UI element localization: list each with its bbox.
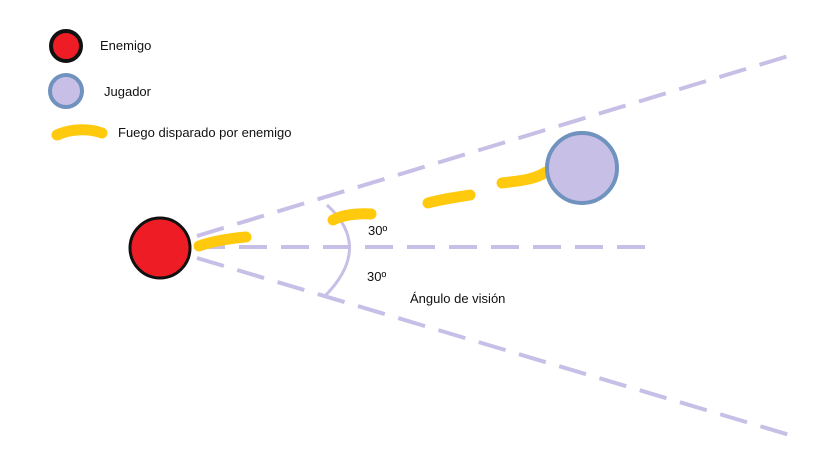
vision-lower-line — [196, 256, 794, 438]
player-circle — [545, 131, 619, 205]
legend-player-icon — [48, 73, 84, 109]
legend-fire-label: Fuego disparado por enemigo — [118, 125, 292, 140]
angle-upper-label: 30º — [368, 223, 388, 238]
fire-shot-2 — [327, 208, 377, 226]
vision-upper-line — [196, 52, 796, 238]
vision-angle-label: Ángulo de visión — [410, 291, 506, 306]
fire-shot-1 — [193, 231, 252, 252]
angle-lower-label: 30º — [367, 269, 387, 284]
fire-shot-4 — [496, 166, 552, 189]
legend-player-label: Jugador — [104, 84, 151, 99]
enemy-circle — [128, 216, 192, 280]
fire-shot-3 — [422, 189, 476, 209]
legend-enemy-icon — [49, 29, 83, 63]
legend-enemy-label: Enemigo — [100, 38, 152, 53]
legend-fire-icon — [51, 124, 108, 141]
